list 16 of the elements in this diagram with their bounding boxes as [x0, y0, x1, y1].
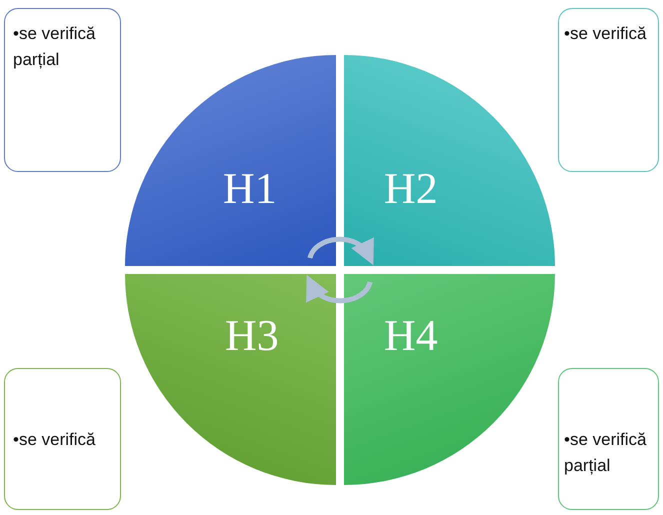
- curved-arrow: [308, 236, 374, 265]
- text-box: [558, 8, 659, 172]
- box-text: •se verifică parțial: [13, 23, 96, 71]
- quadrant-label: H3: [225, 310, 279, 361]
- text-box: [558, 368, 659, 510]
- quadrant-label: H4: [384, 310, 438, 361]
- text-box: [4, 8, 121, 172]
- box-text: •se verifică parțial: [564, 429, 648, 477]
- curved-arrow: [306, 275, 372, 304]
- quadrant-segment: [344, 55, 555, 266]
- box-text: •se verifică: [564, 23, 648, 45]
- box-text: •se verifică: [13, 429, 96, 451]
- quadrant-segment: [344, 274, 555, 485]
- text-box: [4, 368, 121, 510]
- quadrant-label: H1: [223, 163, 277, 214]
- quadrant-label: H2: [384, 163, 438, 214]
